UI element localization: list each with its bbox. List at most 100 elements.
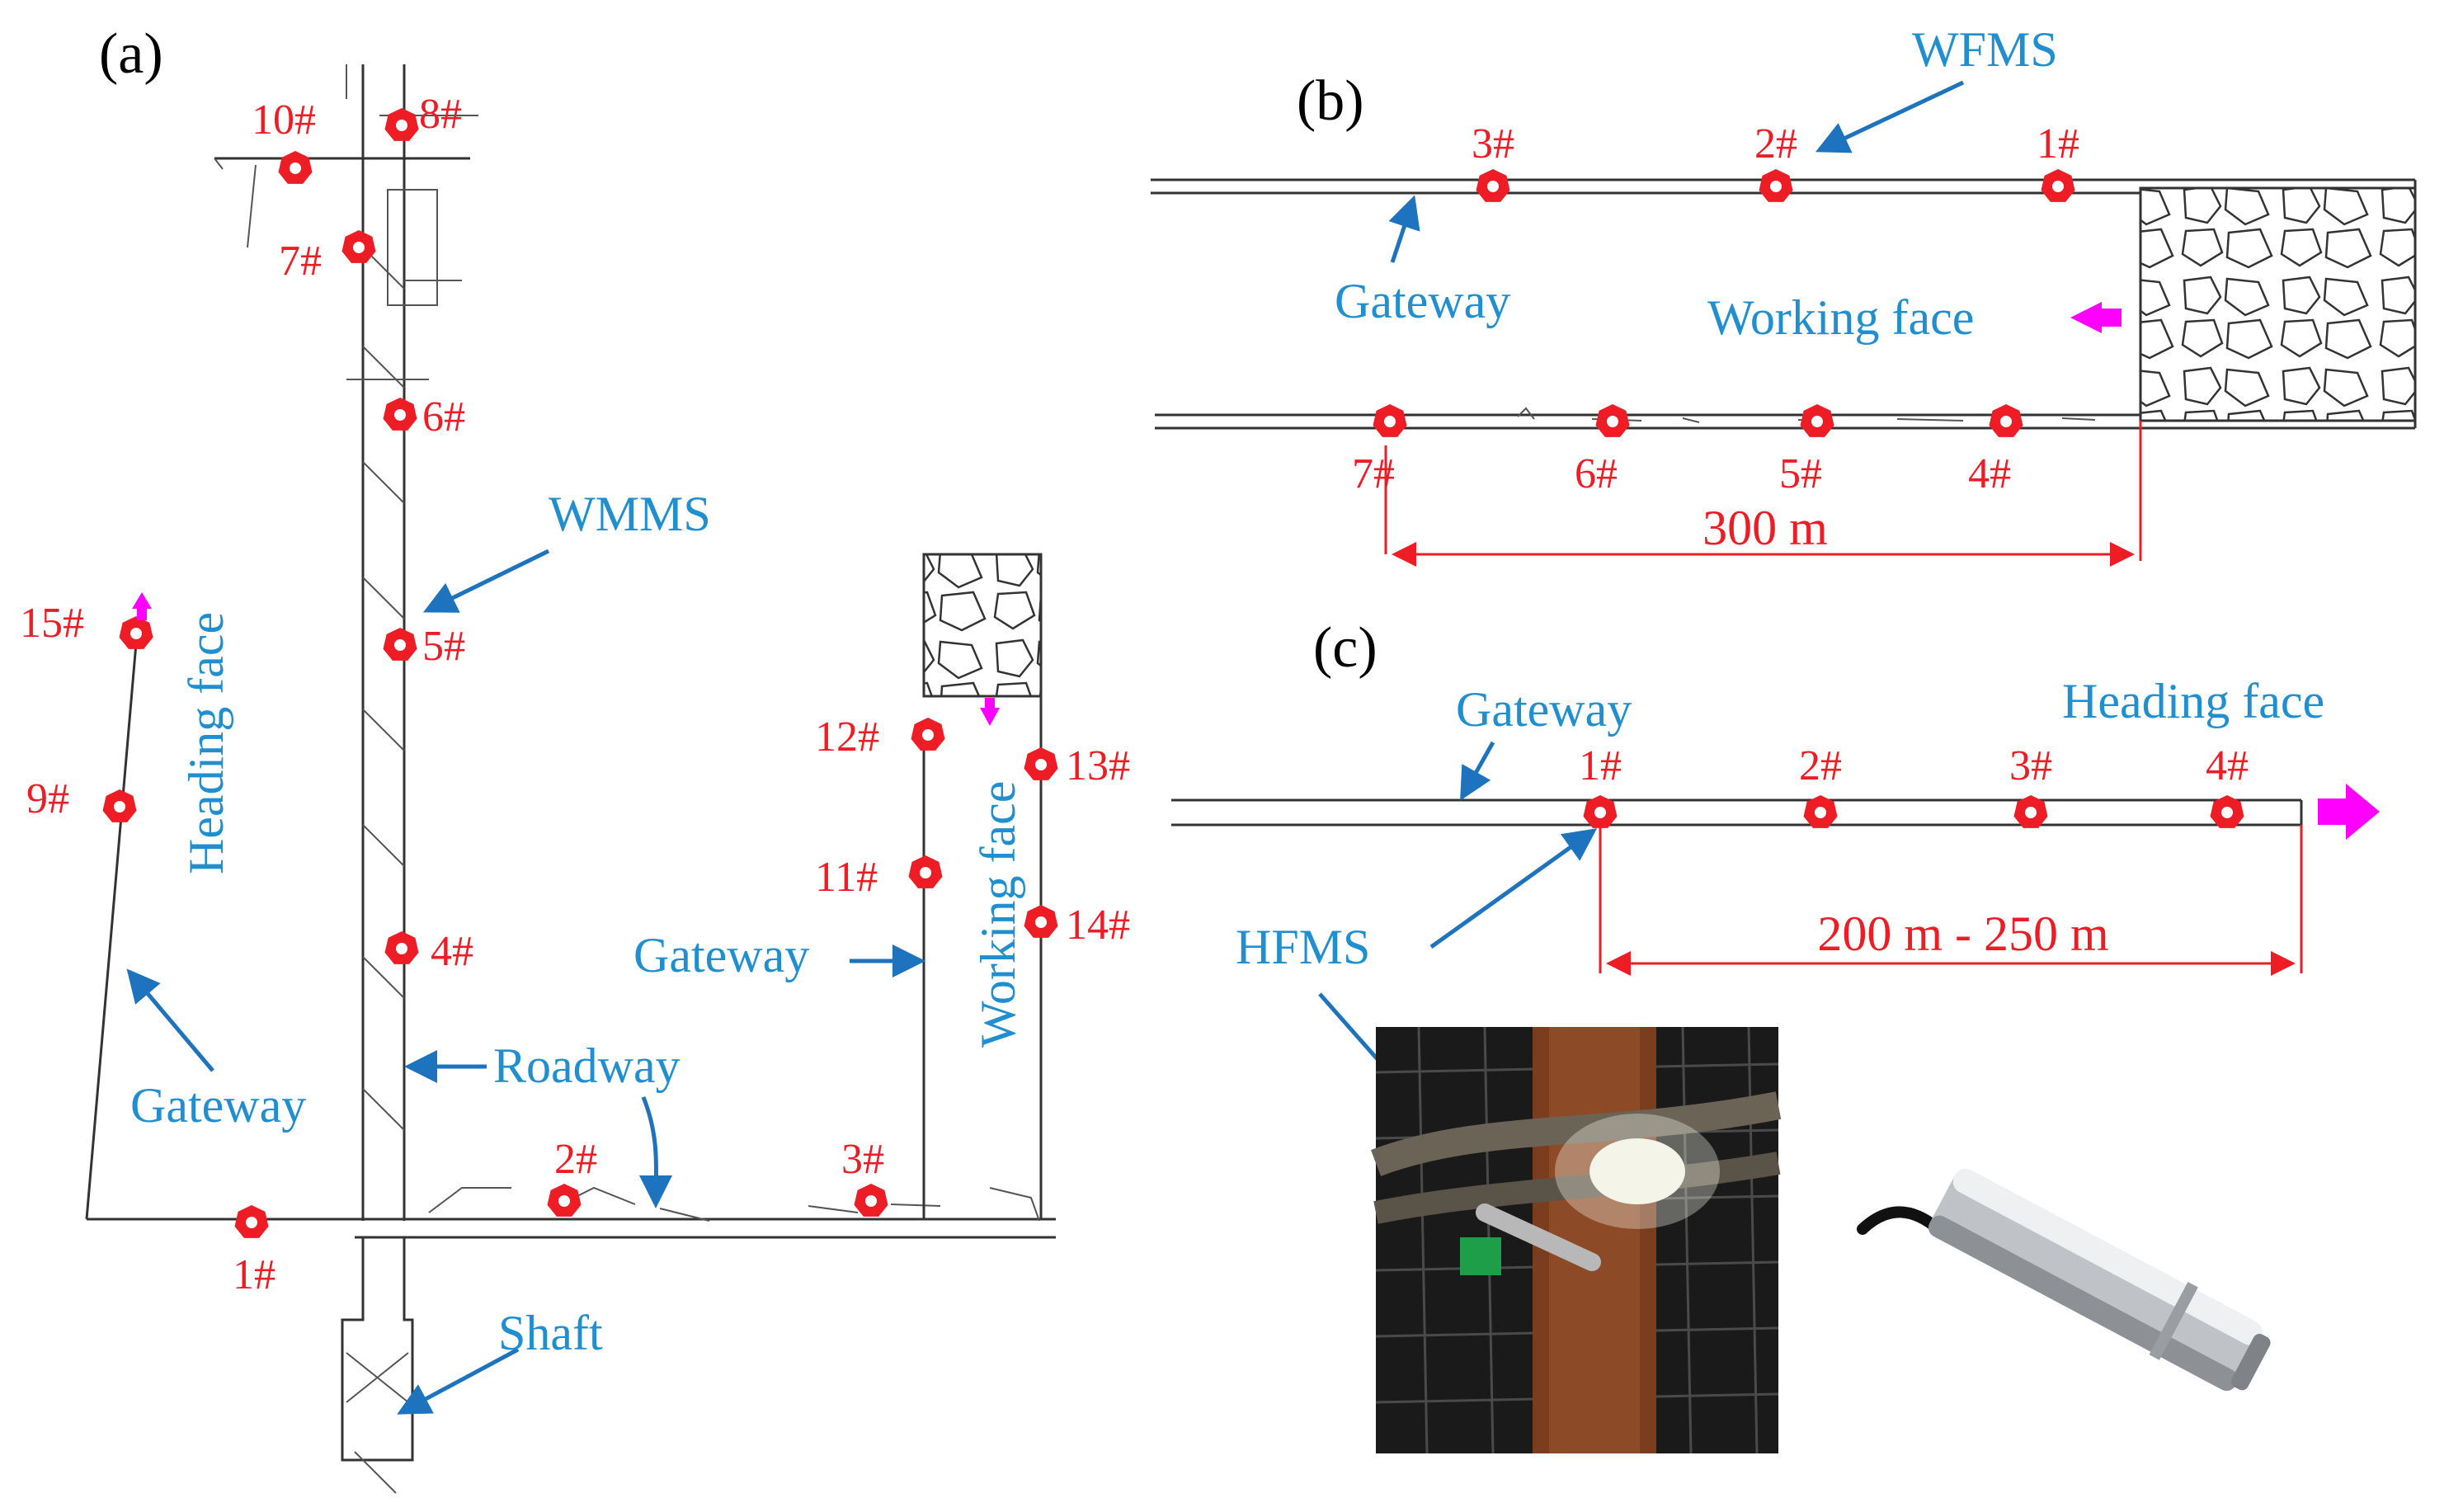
- sensor-icon-center: [396, 120, 407, 131]
- sensor-icon-center: [920, 867, 931, 878]
- sensor-7-marker: 7#: [279, 230, 376, 285]
- sensor-label: 15#: [20, 600, 84, 647]
- sensor-label: 8#: [419, 91, 462, 138]
- sensor-icon-center: [865, 1195, 877, 1207]
- panel-a-letter: (a): [99, 22, 163, 86]
- shaft-arrow-icon: [397, 1347, 520, 1415]
- sensor-5-marker: 5#: [383, 623, 465, 670]
- sensor-icon-center: [2221, 807, 2233, 818]
- sensor-icon-center: [1384, 416, 1396, 427]
- sensor-2-marker: 2#: [1754, 120, 1797, 202]
- sensor-5-marker: 5#: [1779, 404, 1834, 497]
- sensor-8-marker: 8#: [384, 91, 462, 141]
- gateway-left-label: Gateway: [130, 1078, 306, 1133]
- sensor-label: 5#: [422, 623, 465, 670]
- hfms-arrow-icon: [1429, 828, 1598, 949]
- sensor-icon-center: [394, 639, 406, 651]
- panel-c: (c) 1#2#3#4# 200 m - 250 m Gateway Headi…: [1171, 616, 2380, 1178]
- panel-b: (b) 3#2#1#7#6#5#4# 300 m WFMS Gateway Wo…: [1151, 22, 2417, 567]
- sensor-label: 3#: [841, 1136, 884, 1183]
- sensor-icon-center: [1487, 181, 1499, 192]
- sensor-label: 2#: [1799, 742, 1842, 789]
- panel-b-goaf: [2139, 186, 2417, 422]
- panel-b-letter: (b): [1297, 69, 1364, 133]
- sensor-11-marker: 11#: [815, 854, 943, 901]
- sensor-1-marker: 1#: [2037, 120, 2079, 202]
- sensor-label: 7#: [279, 238, 322, 285]
- sensor-label: 4#: [1968, 450, 2011, 497]
- shaft-label: Shaft: [498, 1306, 603, 1360]
- sensor-icon-center: [130, 628, 142, 639]
- shaft-outline: [341, 1237, 414, 1462]
- wfms-label: WFMS: [1912, 22, 2058, 77]
- sensor-icon-center: [2052, 181, 2064, 192]
- sensor-icon-center: [2025, 807, 2037, 818]
- panel-b-working-face-label: Working face: [1707, 290, 1974, 345]
- sensor-icon-center: [1770, 181, 1782, 192]
- sensor-installation-photo: [1370, 1026, 1782, 1454]
- sensor-7-marker: 7#: [1352, 404, 1407, 497]
- sensor-icon-center: [1035, 916, 1047, 928]
- panel-c-heading-face-label: Heading face: [2062, 674, 2324, 728]
- wmms-label: WMMS: [549, 487, 711, 541]
- sensor-icon-center: [1607, 416, 1618, 427]
- sensor-14-marker: 14#: [1024, 902, 1130, 949]
- panel-c-direction-arrow-icon: [2318, 784, 2380, 840]
- sensor-label: 2#: [554, 1136, 597, 1183]
- sensor-label: 14#: [1066, 902, 1130, 949]
- panel-a: (a): [20, 22, 1130, 1494]
- panel-b-direction-arrow-icon: [2070, 302, 2122, 333]
- left-gateway-line: [85, 643, 138, 1220]
- sensor-icon-center: [558, 1195, 570, 1207]
- sensor-label: 5#: [1779, 450, 1822, 497]
- sensor-device-photo: [1857, 1168, 2271, 1392]
- sensor-label: 9#: [26, 775, 69, 822]
- sensor-icon-center: [1035, 759, 1047, 770]
- roadway-curve-arrow-icon: [639, 1096, 673, 1208]
- sensor-6-marker: 6#: [1575, 404, 1630, 497]
- gateway-right-label: Gateway: [633, 928, 809, 982]
- sensor-label: 1#: [2037, 120, 2079, 167]
- hfms-label: HFMS: [1236, 920, 1370, 974]
- sensor-label: 4#: [2206, 742, 2249, 789]
- roadway-label: Roadway: [493, 1039, 681, 1093]
- sensor-icon-center: [2000, 416, 2012, 427]
- sensor-label: 3#: [2009, 742, 2052, 789]
- sensor-label: 3#: [1472, 120, 1514, 167]
- sensor-4-marker: 4#: [1968, 404, 2023, 497]
- wmms-arrow-icon: [423, 549, 550, 613]
- distance-300m-label: 300 m: [1702, 501, 1828, 555]
- sensor-15-marker: 15#: [20, 600, 153, 649]
- sensor-icon-center: [922, 729, 934, 741]
- sensor-3-marker: 3#: [841, 1136, 888, 1217]
- panel-a-sensors: 10#8#7#6#5#4#15#9#1#2#3#12#13#11#14#: [20, 91, 1130, 1298]
- working-face-vertical-label: Working face: [971, 781, 1025, 1048]
- heading-face-label: Heading face: [179, 612, 233, 874]
- sensor-label: 13#: [1066, 742, 1130, 789]
- sensor-1-marker: 1#: [1579, 742, 1622, 828]
- sensor-2-marker: 2#: [547, 1136, 597, 1217]
- panel-c-sensors: 1# 2# 3# 4#: [1579, 742, 2249, 828]
- panel-a-mine-map: [85, 64, 1056, 1494]
- sensor-label: 1#: [233, 1251, 275, 1298]
- sensor-label: 1#: [1579, 742, 1622, 789]
- sensor-4-marker: 4#: [384, 928, 473, 975]
- goaf-area: [922, 553, 1043, 698]
- gateway-left-arrow-icon: [126, 968, 214, 1072]
- heading-direction-arrow-icon: [132, 592, 152, 620]
- sensor-icon-center: [396, 943, 407, 954]
- sensor-13-marker: 13#: [1024, 742, 1130, 789]
- sensor-3-marker: 3#: [1472, 120, 1514, 202]
- sensor-icon-center: [1815, 807, 1826, 818]
- sensor-label: 4#: [431, 928, 473, 975]
- sensor-icon-center: [290, 163, 301, 174]
- panel-c-gateway-arrow-icon: [1460, 741, 1495, 801]
- sensor-6-marker: 6#: [383, 393, 465, 440]
- sensor-icon-center: [114, 801, 125, 813]
- sensor-2-marker: 2#: [1799, 742, 1842, 828]
- sensor-1-marker: 1#: [233, 1205, 275, 1298]
- working-face-direction-arrow-icon: [980, 698, 1000, 726]
- panel-c-gateway-label: Gateway: [1456, 682, 1632, 737]
- sensor-icon-center: [353, 242, 365, 253]
